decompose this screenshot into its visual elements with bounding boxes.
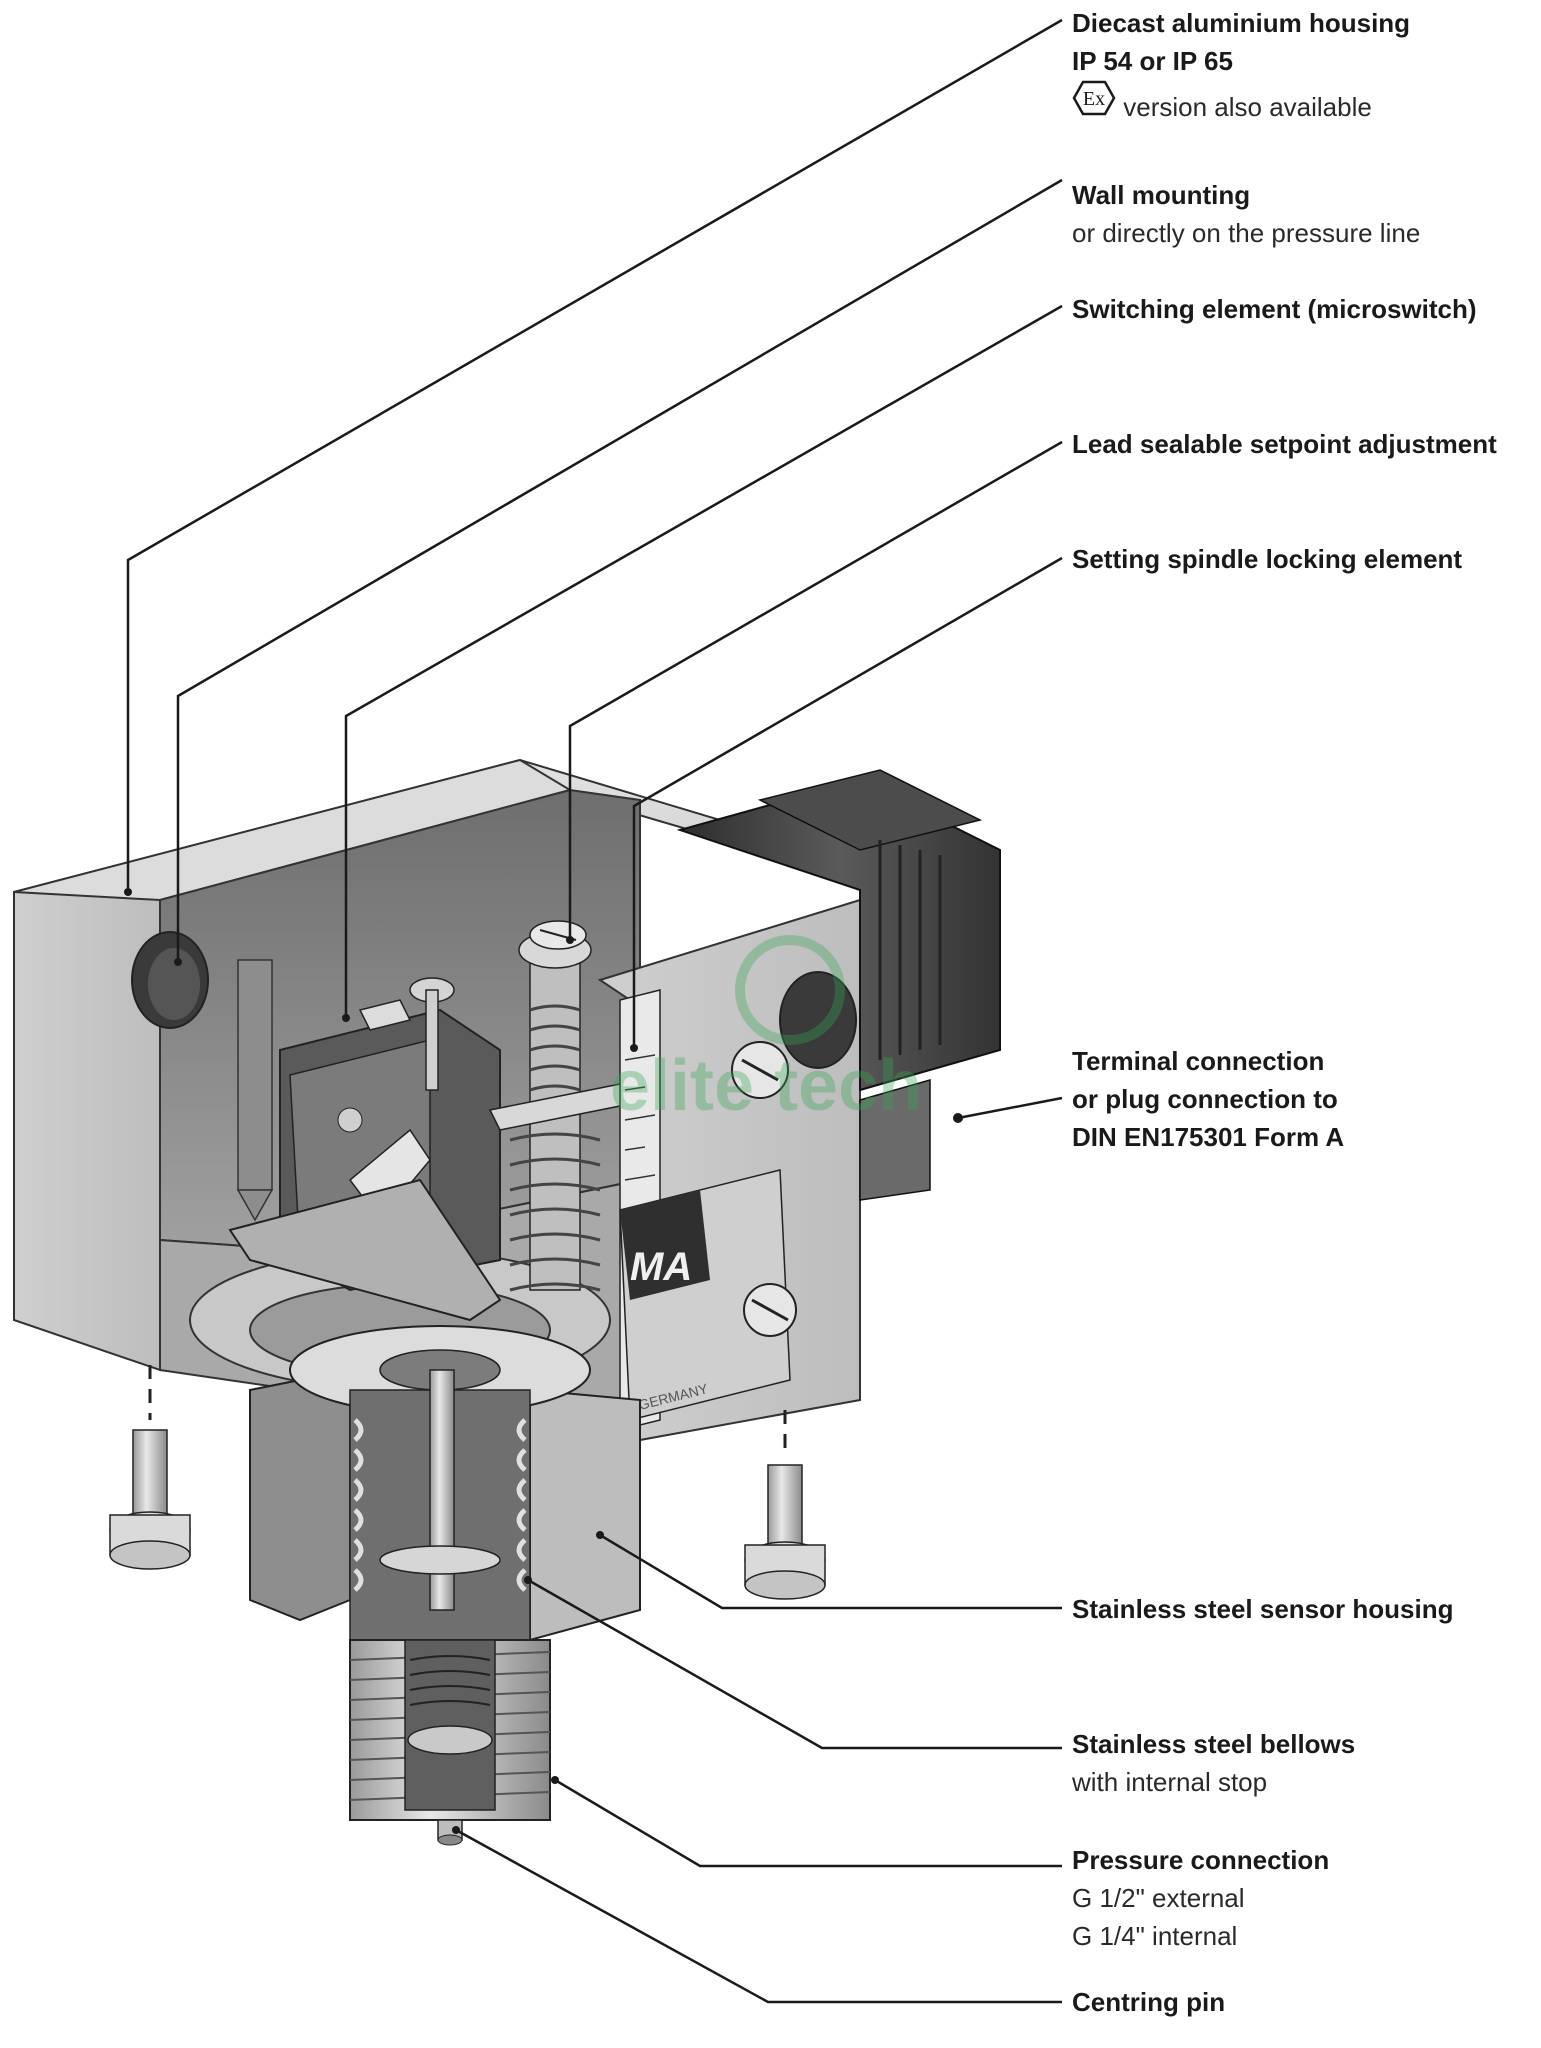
- brand-marking: MA: [630, 1245, 692, 1289]
- terminal-title-3: DIN EN175301 Form A: [1072, 1122, 1345, 1152]
- ex-symbol-text: Ex: [1083, 88, 1105, 110]
- leader-housing: [126, 18, 1063, 892]
- mounting-screw-right: [744, 1410, 826, 1600]
- bellows-note: with internal stop: [1072, 1767, 1268, 1797]
- sensor-housing: [249, 1325, 641, 1642]
- sensor-housing-title: Stainless steel sensor housing: [1072, 1594, 1454, 1624]
- bellows-title: Stainless steel bellows: [1072, 1729, 1356, 1759]
- wall-mounting-title: Wall mounting: [1072, 180, 1251, 210]
- label-spindle-lock: Setting spindle locking element: [1072, 540, 1462, 578]
- housing-ex-line: Ex version also available: [1072, 80, 1410, 126]
- leader-spindle-lock: [632, 556, 1063, 1048]
- housing-title: Diecast aluminium housing: [1072, 8, 1411, 38]
- mounting-screw-left: [109, 1365, 191, 1570]
- leader-sensor-housing: [599, 1533, 1062, 1610]
- leader-dots: [124, 888, 963, 1834]
- label-pressure-connection: Pressure connection G 1/2" external G 1/…: [1072, 1841, 1329, 1955]
- leader-switching-element: [344, 304, 1063, 1018]
- label-sensor-housing: Stainless steel sensor housing: [1072, 1590, 1453, 1628]
- leader-setpoint: [568, 440, 1063, 940]
- label-switching-element: Switching element (microswitch): [1072, 290, 1477, 328]
- label-bellows: Stainless steel bellows with internal st…: [1072, 1725, 1355, 1801]
- adjustment-screw: [409, 977, 455, 1091]
- nameplate: MA GERMANY: [619, 1169, 791, 1421]
- watermark: elite tech: [610, 935, 922, 1126]
- terminal-title-1: Terminal connection: [1072, 1046, 1325, 1076]
- pressure-connection-external: G 1/2" external: [1072, 1883, 1245, 1913]
- leader-lines: [126, 18, 1063, 2004]
- leader-centring-pin: [455, 1828, 1062, 2004]
- leader-wall-mounting: [176, 178, 1063, 962]
- label-setpoint: Lead sealable setpoint adjustment: [1072, 425, 1497, 463]
- centring-pin: [437, 1819, 463, 1846]
- switch-lever: [228, 1178, 502, 1322]
- ex-symbol-icon: Ex: [1072, 80, 1116, 116]
- leader-pressure-connection: [554, 1778, 1062, 1868]
- label-housing: Diecast aluminium housing IP 54 or IP 65…: [1072, 4, 1410, 126]
- centring-pin-title: Centring pin: [1072, 1987, 1226, 2017]
- bellows: [353, 1369, 527, 1611]
- leader-terminal: [957, 1096, 1063, 1120]
- pressure-connection-internal: G 1/4" internal: [1072, 1921, 1238, 1951]
- terminal-title-2: or plug connection to: [1072, 1084, 1338, 1114]
- switching-element-title: Switching element (microswitch): [1072, 294, 1477, 324]
- pressure-connection-title: Pressure connection: [1072, 1845, 1330, 1875]
- wall-mounting-note: or directly on the pressure line: [1072, 218, 1421, 248]
- label-centring-pin: Centring pin: [1072, 1983, 1225, 2021]
- setpoint-title: Lead sealable setpoint adjustment: [1072, 429, 1497, 459]
- label-terminal: Terminal connection or plug connection t…: [1072, 1042, 1344, 1156]
- plug-connector: [676, 769, 1001, 1201]
- label-wall-mounting: Wall mounting or directly on the pressur…: [1072, 176, 1420, 252]
- leader-bellows: [527, 1578, 1062, 1750]
- watermark-text: elite tech: [610, 1046, 922, 1126]
- cover-screws: [731, 1041, 797, 1337]
- housing-ip-rating: IP 54 or IP 65: [1072, 46, 1233, 76]
- pressure-connection-thread: [349, 1639, 551, 1821]
- spindle-lock-title: Setting spindle locking element: [1072, 544, 1463, 574]
- housing-ex-note: version also available: [1123, 92, 1372, 122]
